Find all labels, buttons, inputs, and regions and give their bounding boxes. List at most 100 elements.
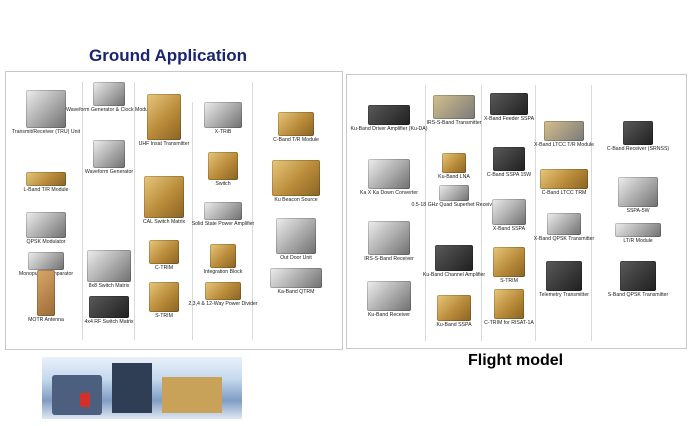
equipment-shape	[162, 377, 222, 413]
flight-s-trim-image	[493, 247, 525, 277]
product-c-band-receiver: C-Band Receiver (SRNSS)	[595, 121, 681, 152]
product-ka-band-qtrm: Ka-Band QTRM	[256, 268, 336, 295]
product-label: X-Band QPSK Transmitter	[533, 236, 595, 242]
product-label: Ku-Band LNA	[438, 174, 470, 180]
column-divider	[192, 102, 193, 340]
product-label: Ku-Band SSPA	[436, 322, 472, 328]
product-label: L-Band T/R Module	[23, 187, 69, 193]
c-band-receiver-image	[623, 121, 653, 145]
flight-model-heading: Flight model	[468, 352, 564, 369]
product-label: IRS-S-Band Transmitter	[426, 120, 482, 126]
product-cal-switch-matrix: CAL Switch Matrix	[136, 176, 192, 225]
sspa-5w-image	[618, 177, 658, 207]
product-label: C-Band Receiver (SRNSS)	[606, 146, 670, 152]
product-switch: Switch	[196, 152, 250, 187]
product-label: C-TRIM for RISAT-1A	[484, 320, 534, 326]
irs-s-band-rx-image	[368, 221, 410, 255]
equipment-shape	[52, 375, 102, 415]
x-band-feeder-sspa-image	[490, 93, 528, 115]
column-divider	[591, 85, 592, 341]
product-label: Waveform Generator & Clock Module	[66, 107, 153, 113]
product-label: MOTR Antenna	[28, 317, 64, 323]
c-band-tr-image	[278, 112, 314, 136]
equipment-shape	[80, 393, 90, 407]
product-c-band-tr: C-Band T/R Module	[256, 112, 336, 143]
product-ku-band-lna: Ku-Band LNA	[429, 153, 479, 180]
s-band-qpsk-tx-image	[620, 261, 656, 291]
product-sspa: Solid State Power Amplifier	[192, 202, 254, 227]
s-trim-image	[149, 282, 179, 312]
c-band-ltcc-trm-image	[540, 169, 588, 189]
product-label: Ku-Band Driver Amplifier (Ku-DA)	[350, 126, 428, 132]
monopulse-image	[28, 252, 64, 270]
ku-band-lna-image	[442, 153, 466, 173]
waveform-generator-image	[93, 140, 125, 168]
product-4x4-rf-switch: 4x4 RF Switch Matrix	[85, 296, 134, 325]
product-label: Waveform Generator	[84, 169, 134, 175]
product-label: C-Band SSPA 15W	[486, 172, 532, 178]
ku-driver-amp-image	[368, 105, 410, 125]
product-label: Switch	[215, 181, 231, 187]
4x4-rf-switch-image	[89, 296, 129, 318]
ku-beacon-image	[272, 160, 320, 196]
product-x-band-qpsk-tx: X-Band QPSK Transmitter	[534, 213, 594, 242]
product-x-band-ltcc-tr: X-Band LTCC T/R Module	[534, 121, 594, 148]
product-c-band-ltcc-trm: C-Band LTCC TRM	[537, 169, 591, 196]
product-label: X-Band SSPA	[492, 226, 526, 232]
x-band-sspa-image	[492, 199, 526, 225]
product-label: C-Band T/R Module	[273, 137, 319, 143]
product-s-trim: S-TRIM	[136, 282, 192, 319]
ku-channel-amp-image	[435, 245, 473, 271]
product-label: X-TRiB	[214, 129, 232, 135]
product-c-trim: C-TRIM	[136, 240, 192, 271]
ka-band-qtrm-image	[270, 268, 322, 288]
lt-r-module-image	[615, 223, 661, 237]
product-label: Ka X Ka Down Converter	[360, 190, 418, 196]
product-lt-r-module: LT/R Module	[595, 223, 681, 244]
column-divider	[252, 82, 253, 340]
product-quad-superhet-rx: 0.5-18 GHz Quad Superhet Receiver	[411, 185, 497, 208]
product-ku-band-driver-amp: Ku-Band Driver Amplifier (Ku-DA)	[351, 105, 427, 132]
product-label: IRS-S-Band Receiver	[364, 256, 414, 262]
column-divider	[535, 85, 536, 341]
product-label: 0.5-18 GHz Quad Superhet Receiver	[411, 202, 497, 208]
uhf-insat-image	[147, 94, 181, 140]
product-ku-band-sspa: Ku-Band SSPA	[429, 295, 479, 328]
flight-model-panel: Ku-Band Driver Amplifier (Ku-DA) IRS-S-B…	[346, 74, 687, 349]
column-divider	[425, 85, 426, 341]
x-band-ltcc-tr-image	[544, 121, 584, 141]
l-band-tr-image	[26, 172, 66, 186]
tru-unit-image	[26, 90, 66, 128]
product-irs-s-band-rx: IRS-S-Band Receiver	[355, 221, 423, 262]
product-ka-down-converter: Ka X Ka Down Converter	[355, 159, 423, 196]
product-x-band-sspa: X-Band SSPA	[483, 199, 535, 232]
product-out-door-unit: Out Door Unit	[256, 218, 336, 261]
product-label: Ku-Band Channel Amplifier	[422, 272, 486, 278]
product-x-band-feeder-sspa: X-Band Feeder SSPA	[483, 93, 535, 122]
product-label: Telemetry Transmitter	[539, 292, 589, 298]
product-motr-antenna: MOTR Antenna	[12, 270, 80, 323]
ka-down-converter-image	[368, 159, 410, 189]
product-waveform-generator: Waveform Generator	[84, 140, 134, 175]
product-telemetry-tx: Telemetry Transmitter	[537, 261, 591, 298]
x-trib-image	[204, 102, 242, 128]
product-tru-unit: Transmit/Receiver (TRU) Unit	[12, 90, 80, 135]
product-label: X-Band Feeder SSPA	[483, 116, 535, 122]
product-ku-band-receiver: Ku-Band Receiver	[355, 281, 423, 318]
ku-band-receiver-image	[367, 281, 411, 311]
facility-photo	[42, 357, 242, 419]
motr-antenna-image	[37, 270, 55, 316]
product-label: S-TRIM	[500, 278, 518, 284]
product-waveform-clock: Waveform Generator & Clock Module	[66, 82, 152, 113]
quad-superhet-rx-image	[439, 185, 469, 201]
product-label: Solid State Power Amplifier	[191, 221, 255, 227]
product-flight-s-trim: S-TRIM	[483, 247, 535, 284]
product-label: QPSK Modulator	[26, 239, 66, 245]
product-label: Ku Beacon Source	[274, 197, 318, 203]
product-integration-block: Integration Block	[196, 244, 250, 275]
product-label: 8x8 Switch Matrix	[88, 283, 130, 289]
product-label: Integration Block	[203, 269, 243, 275]
product-label: Ka-Band QTRM	[277, 289, 315, 295]
product-uhf-insat: UHF Insat Transmitter	[136, 94, 192, 147]
product-label: Out Door Unit	[280, 255, 312, 261]
